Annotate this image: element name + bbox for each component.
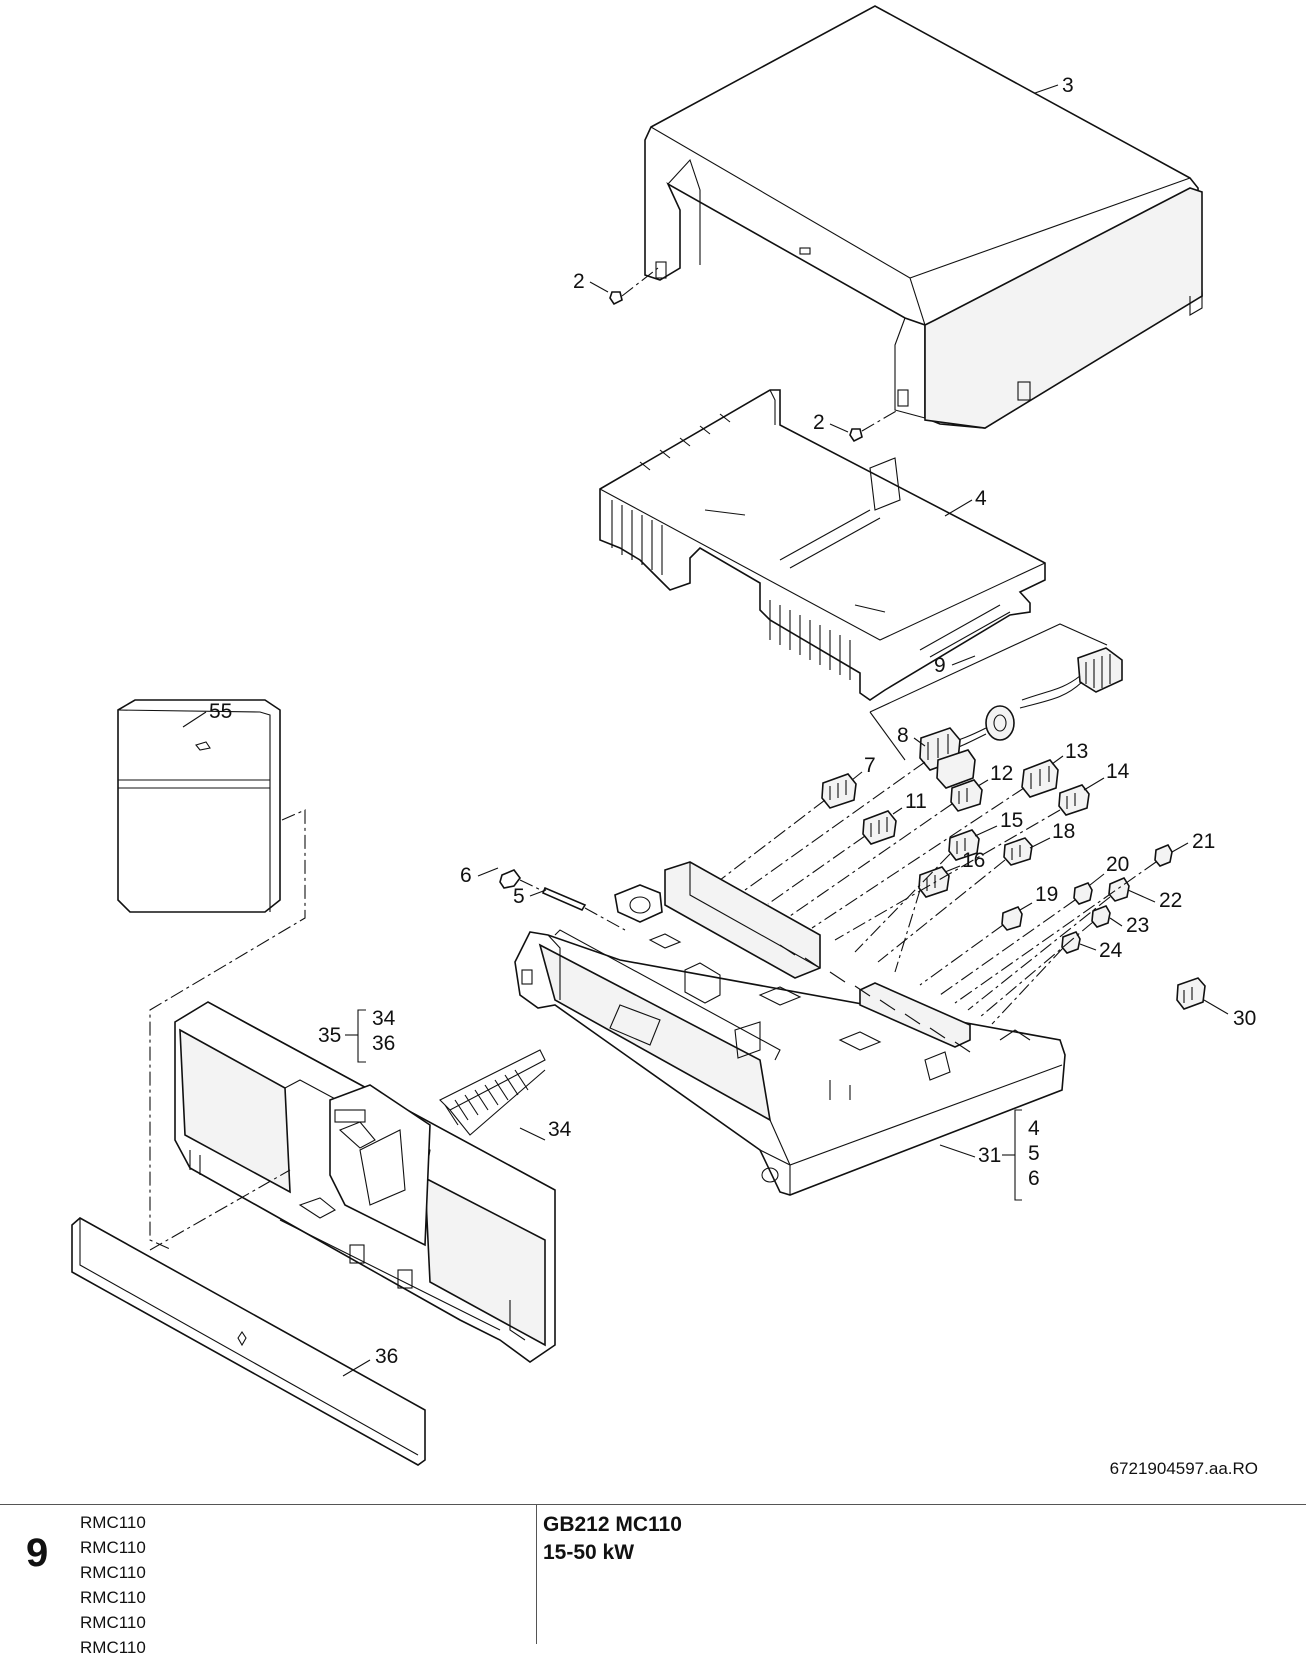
- controller-model: RMC110: [80, 1638, 146, 1657]
- callout-19: 19: [1035, 883, 1058, 906]
- inner-tray: [599, 389, 1046, 701]
- callout-7: 7: [864, 754, 876, 777]
- connector-18: [1003, 837, 1033, 866]
- connector-13: [1021, 759, 1059, 798]
- top-cover: [644, 5, 1203, 429]
- connector-14: [1058, 784, 1090, 816]
- callout-34: 34: [548, 1118, 572, 1141]
- controller-list: RMC110 RMC110 RMC110 RMC110 RMC110 RMC11…: [80, 1510, 146, 1660]
- callout-14: 14: [1106, 760, 1130, 783]
- callout-23: 23: [1126, 914, 1149, 937]
- controller-model: RMC110: [80, 1538, 146, 1557]
- callout-24: 24: [1099, 939, 1123, 962]
- callout-6: 6: [460, 864, 472, 887]
- connector-21: [1154, 843, 1173, 867]
- front-strip: [71, 1217, 426, 1466]
- callout-36-bracket: 36: [372, 1032, 395, 1055]
- callout-2-right: 2: [813, 411, 825, 434]
- callout-21: 21: [1192, 830, 1215, 853]
- callout-5-bracket: 5: [1028, 1142, 1040, 1165]
- callout-20: 20: [1106, 853, 1129, 876]
- connector-12: [950, 779, 983, 812]
- front-panel: [174, 1001, 556, 1363]
- connector-15: [948, 829, 980, 861]
- callout-6-bracket: 6: [1028, 1167, 1040, 1190]
- screw-left: [609, 267, 659, 306]
- controller-model: RMC110: [80, 1513, 146, 1532]
- cover-plate: [117, 699, 281, 913]
- callout-34-bracket: 34: [372, 1007, 396, 1030]
- callout-30: 30: [1233, 1007, 1256, 1030]
- assembly-lines: [719, 761, 1157, 1025]
- callout-55: 55: [209, 700, 232, 723]
- callout-12: 12: [990, 762, 1013, 785]
- connector-23: [1091, 905, 1111, 928]
- callout-9: 9: [934, 654, 946, 677]
- callout-3: 3: [1062, 74, 1074, 97]
- controller-model: RMC110: [80, 1613, 146, 1632]
- callout-2-left: 2: [573, 270, 585, 293]
- drawing-number: 6721904597.aa.RO: [1109, 1459, 1258, 1478]
- callout-31: 31: [978, 1144, 1001, 1167]
- callout-13: 13: [1065, 740, 1088, 763]
- callout-8: 8: [897, 724, 909, 747]
- callout-4: 4: [975, 487, 987, 510]
- page-number: 9: [26, 1531, 49, 1575]
- connector-24: [1061, 931, 1081, 954]
- connector-30: [1176, 977, 1206, 1010]
- base-controller: [514, 861, 1066, 1196]
- cable-harness: [869, 623, 1123, 761]
- connector-7: [821, 773, 857, 809]
- footer-divider: [536, 1505, 537, 1644]
- connector-8: [919, 727, 976, 789]
- callout-35: 35: [318, 1024, 341, 1047]
- fuse-holder: [499, 869, 546, 893]
- callout-36: 36: [375, 1345, 398, 1368]
- power-range: 15-50 kW: [543, 1541, 635, 1564]
- connector-20: [1073, 882, 1093, 905]
- model-title: GB212 MC110: [543, 1513, 682, 1536]
- exploded-parts-diagram: 3 2 2 4 9: [71, 5, 1256, 1466]
- callout-5: 5: [513, 885, 525, 908]
- controller-model: RMC110: [80, 1563, 146, 1582]
- callout-18: 18: [1052, 820, 1075, 843]
- connector-22: [1108, 876, 1130, 902]
- callout-22: 22: [1159, 889, 1182, 912]
- controller-model: RMC110: [80, 1588, 146, 1607]
- connector-11: [862, 810, 897, 845]
- callout-4-bracket: 4: [1028, 1117, 1040, 1140]
- connector-16: [918, 866, 950, 898]
- callout-15: 15: [1000, 809, 1023, 832]
- footer: 9 RMC110 RMC110 RMC110 RMC110 RMC110 RMC…: [0, 1504, 1306, 1657]
- callout-11: 11: [905, 790, 927, 813]
- fuse-pin: [541, 886, 626, 931]
- screw-right: [849, 409, 899, 443]
- connector-19: [1001, 905, 1023, 931]
